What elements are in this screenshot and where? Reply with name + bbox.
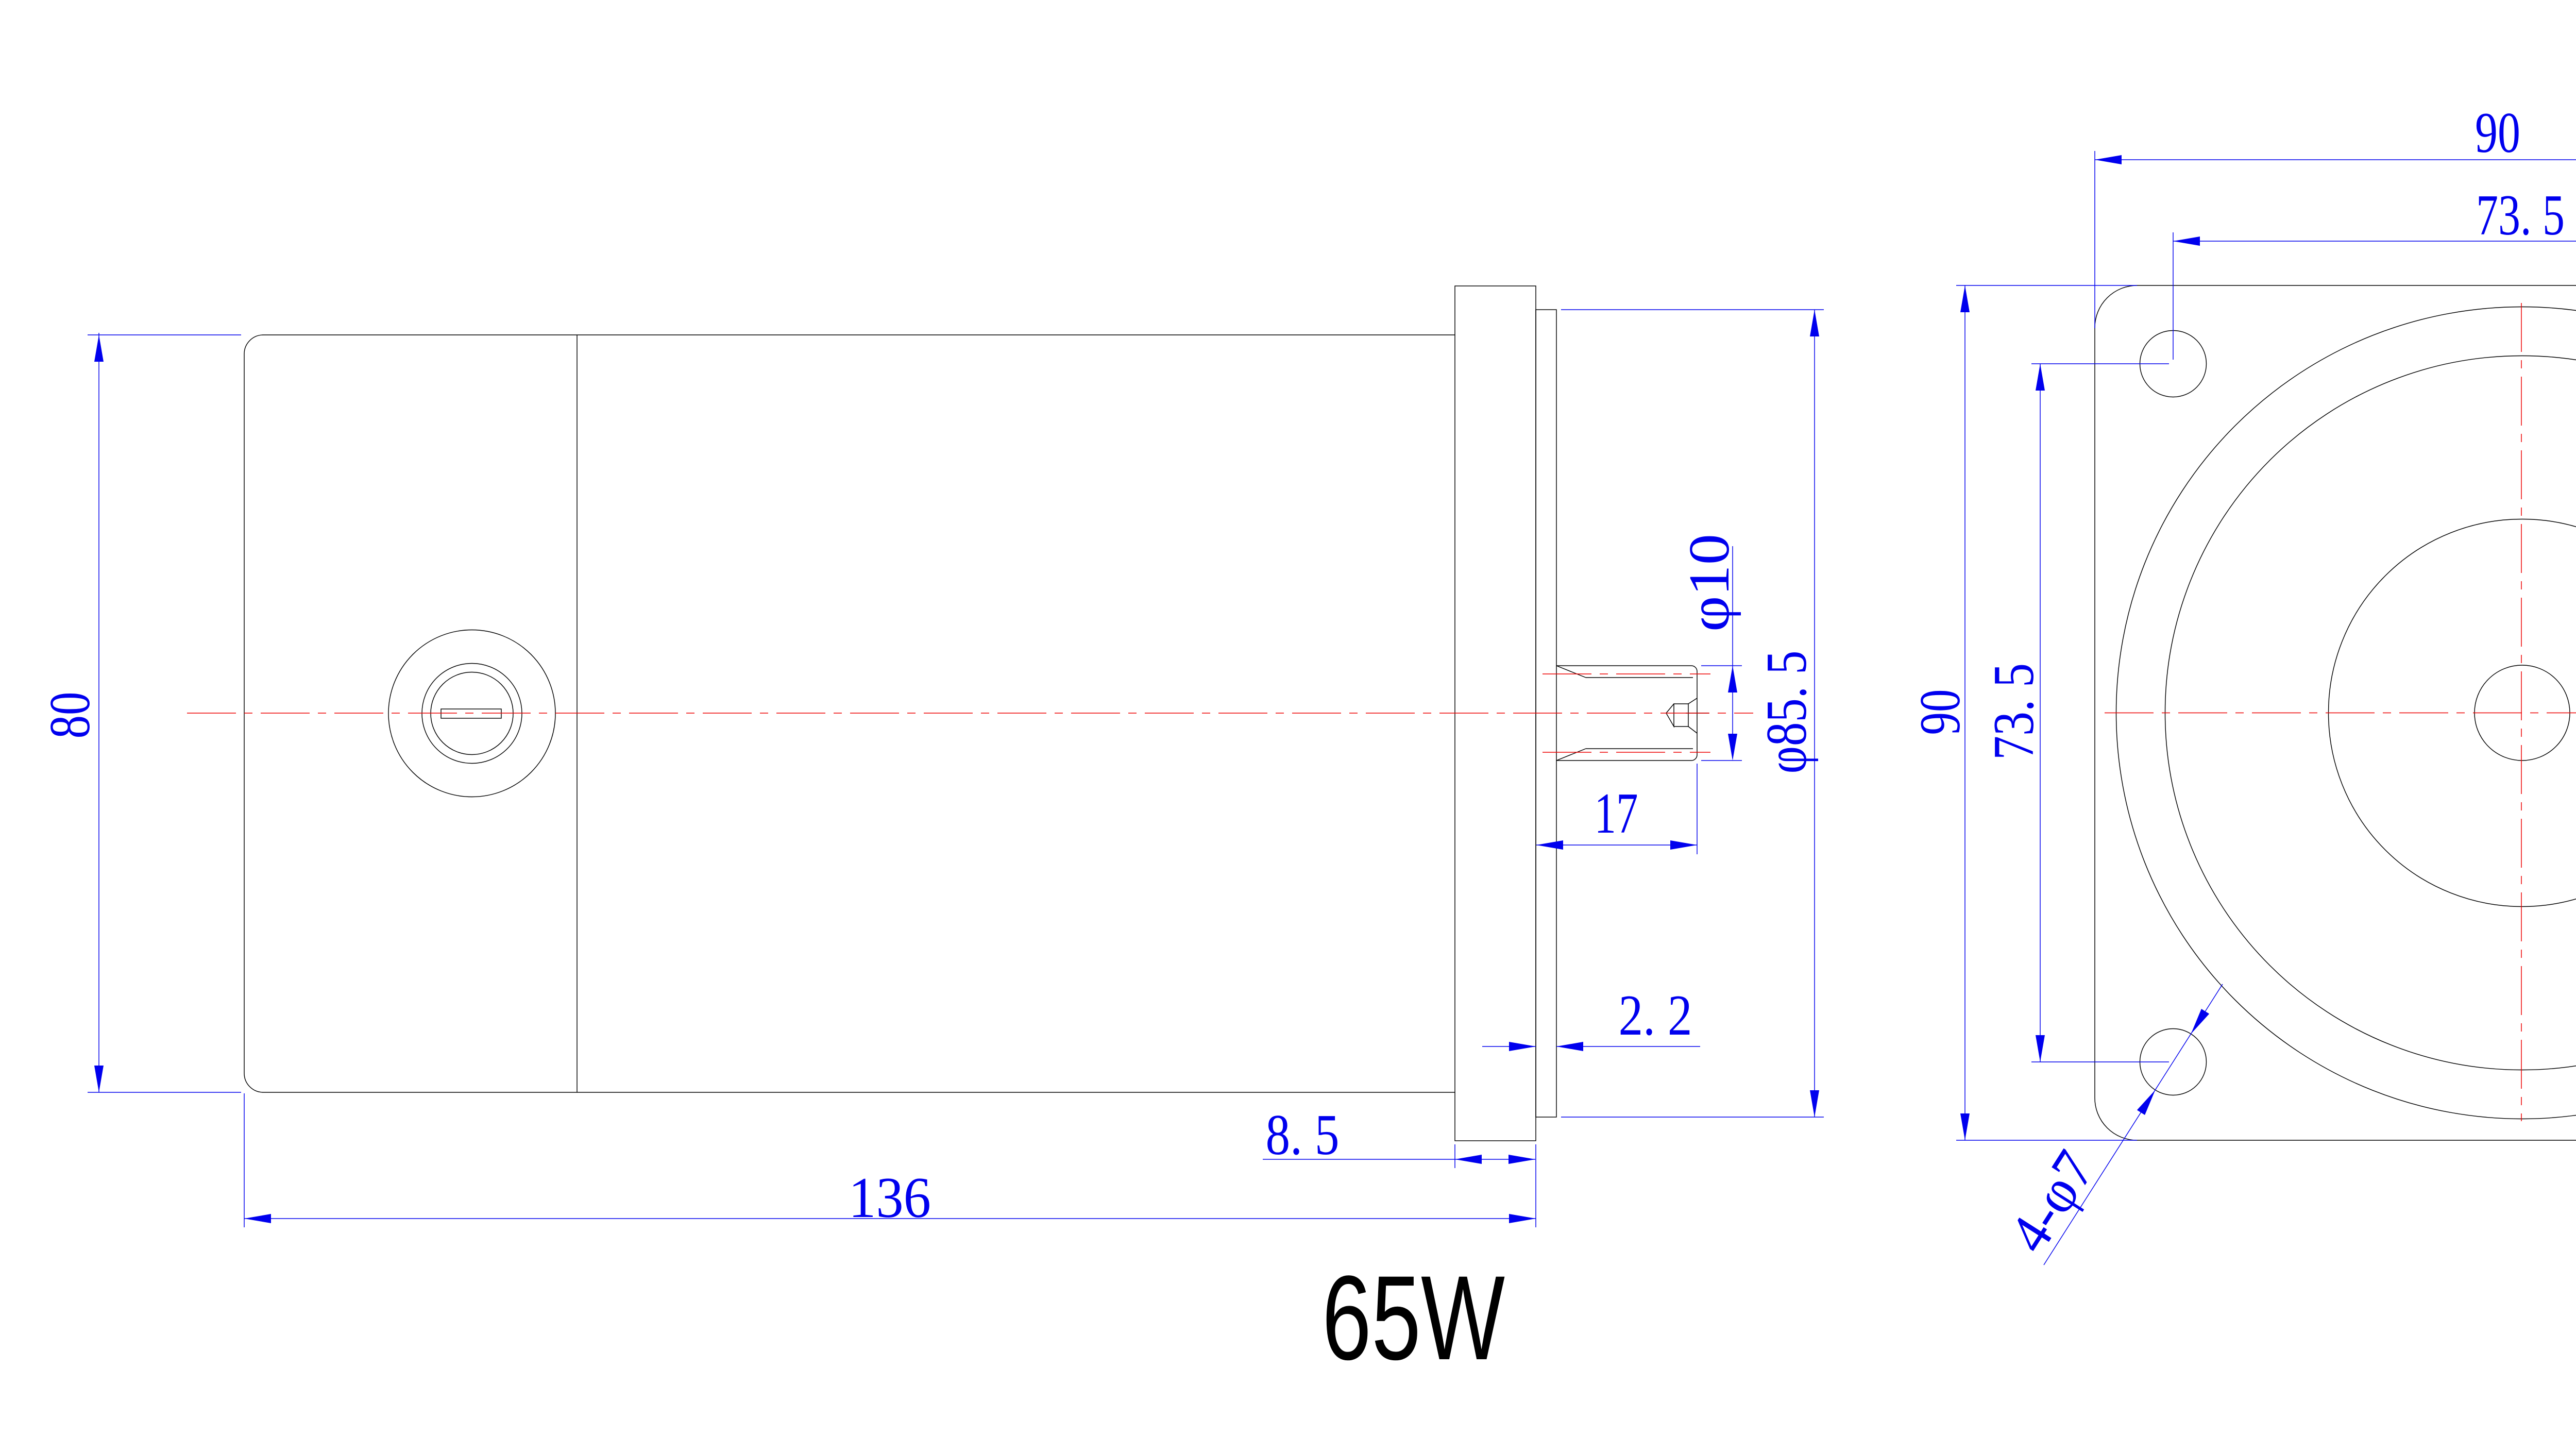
svg-text:φ85. 5: φ85. 5 xyxy=(1755,651,1819,774)
svg-text:73. 5: 73. 5 xyxy=(2476,183,2565,247)
svg-text:90: 90 xyxy=(1908,689,1972,735)
svg-text:2. 2: 2. 2 xyxy=(1619,984,1692,1047)
svg-text:136: 136 xyxy=(849,1166,931,1230)
svg-text:65W: 65W xyxy=(1322,1251,1505,1385)
svg-text:4-φ7: 4-φ7 xyxy=(1996,1140,2107,1263)
svg-text:17: 17 xyxy=(1595,782,1638,846)
svg-text:8. 5: 8. 5 xyxy=(1266,1103,1340,1167)
svg-text:φ10: φ10 xyxy=(1677,534,1741,632)
svg-text:90: 90 xyxy=(2475,101,2520,165)
svg-text:73. 5: 73. 5 xyxy=(1982,663,2046,760)
svg-text:80: 80 xyxy=(38,692,102,739)
